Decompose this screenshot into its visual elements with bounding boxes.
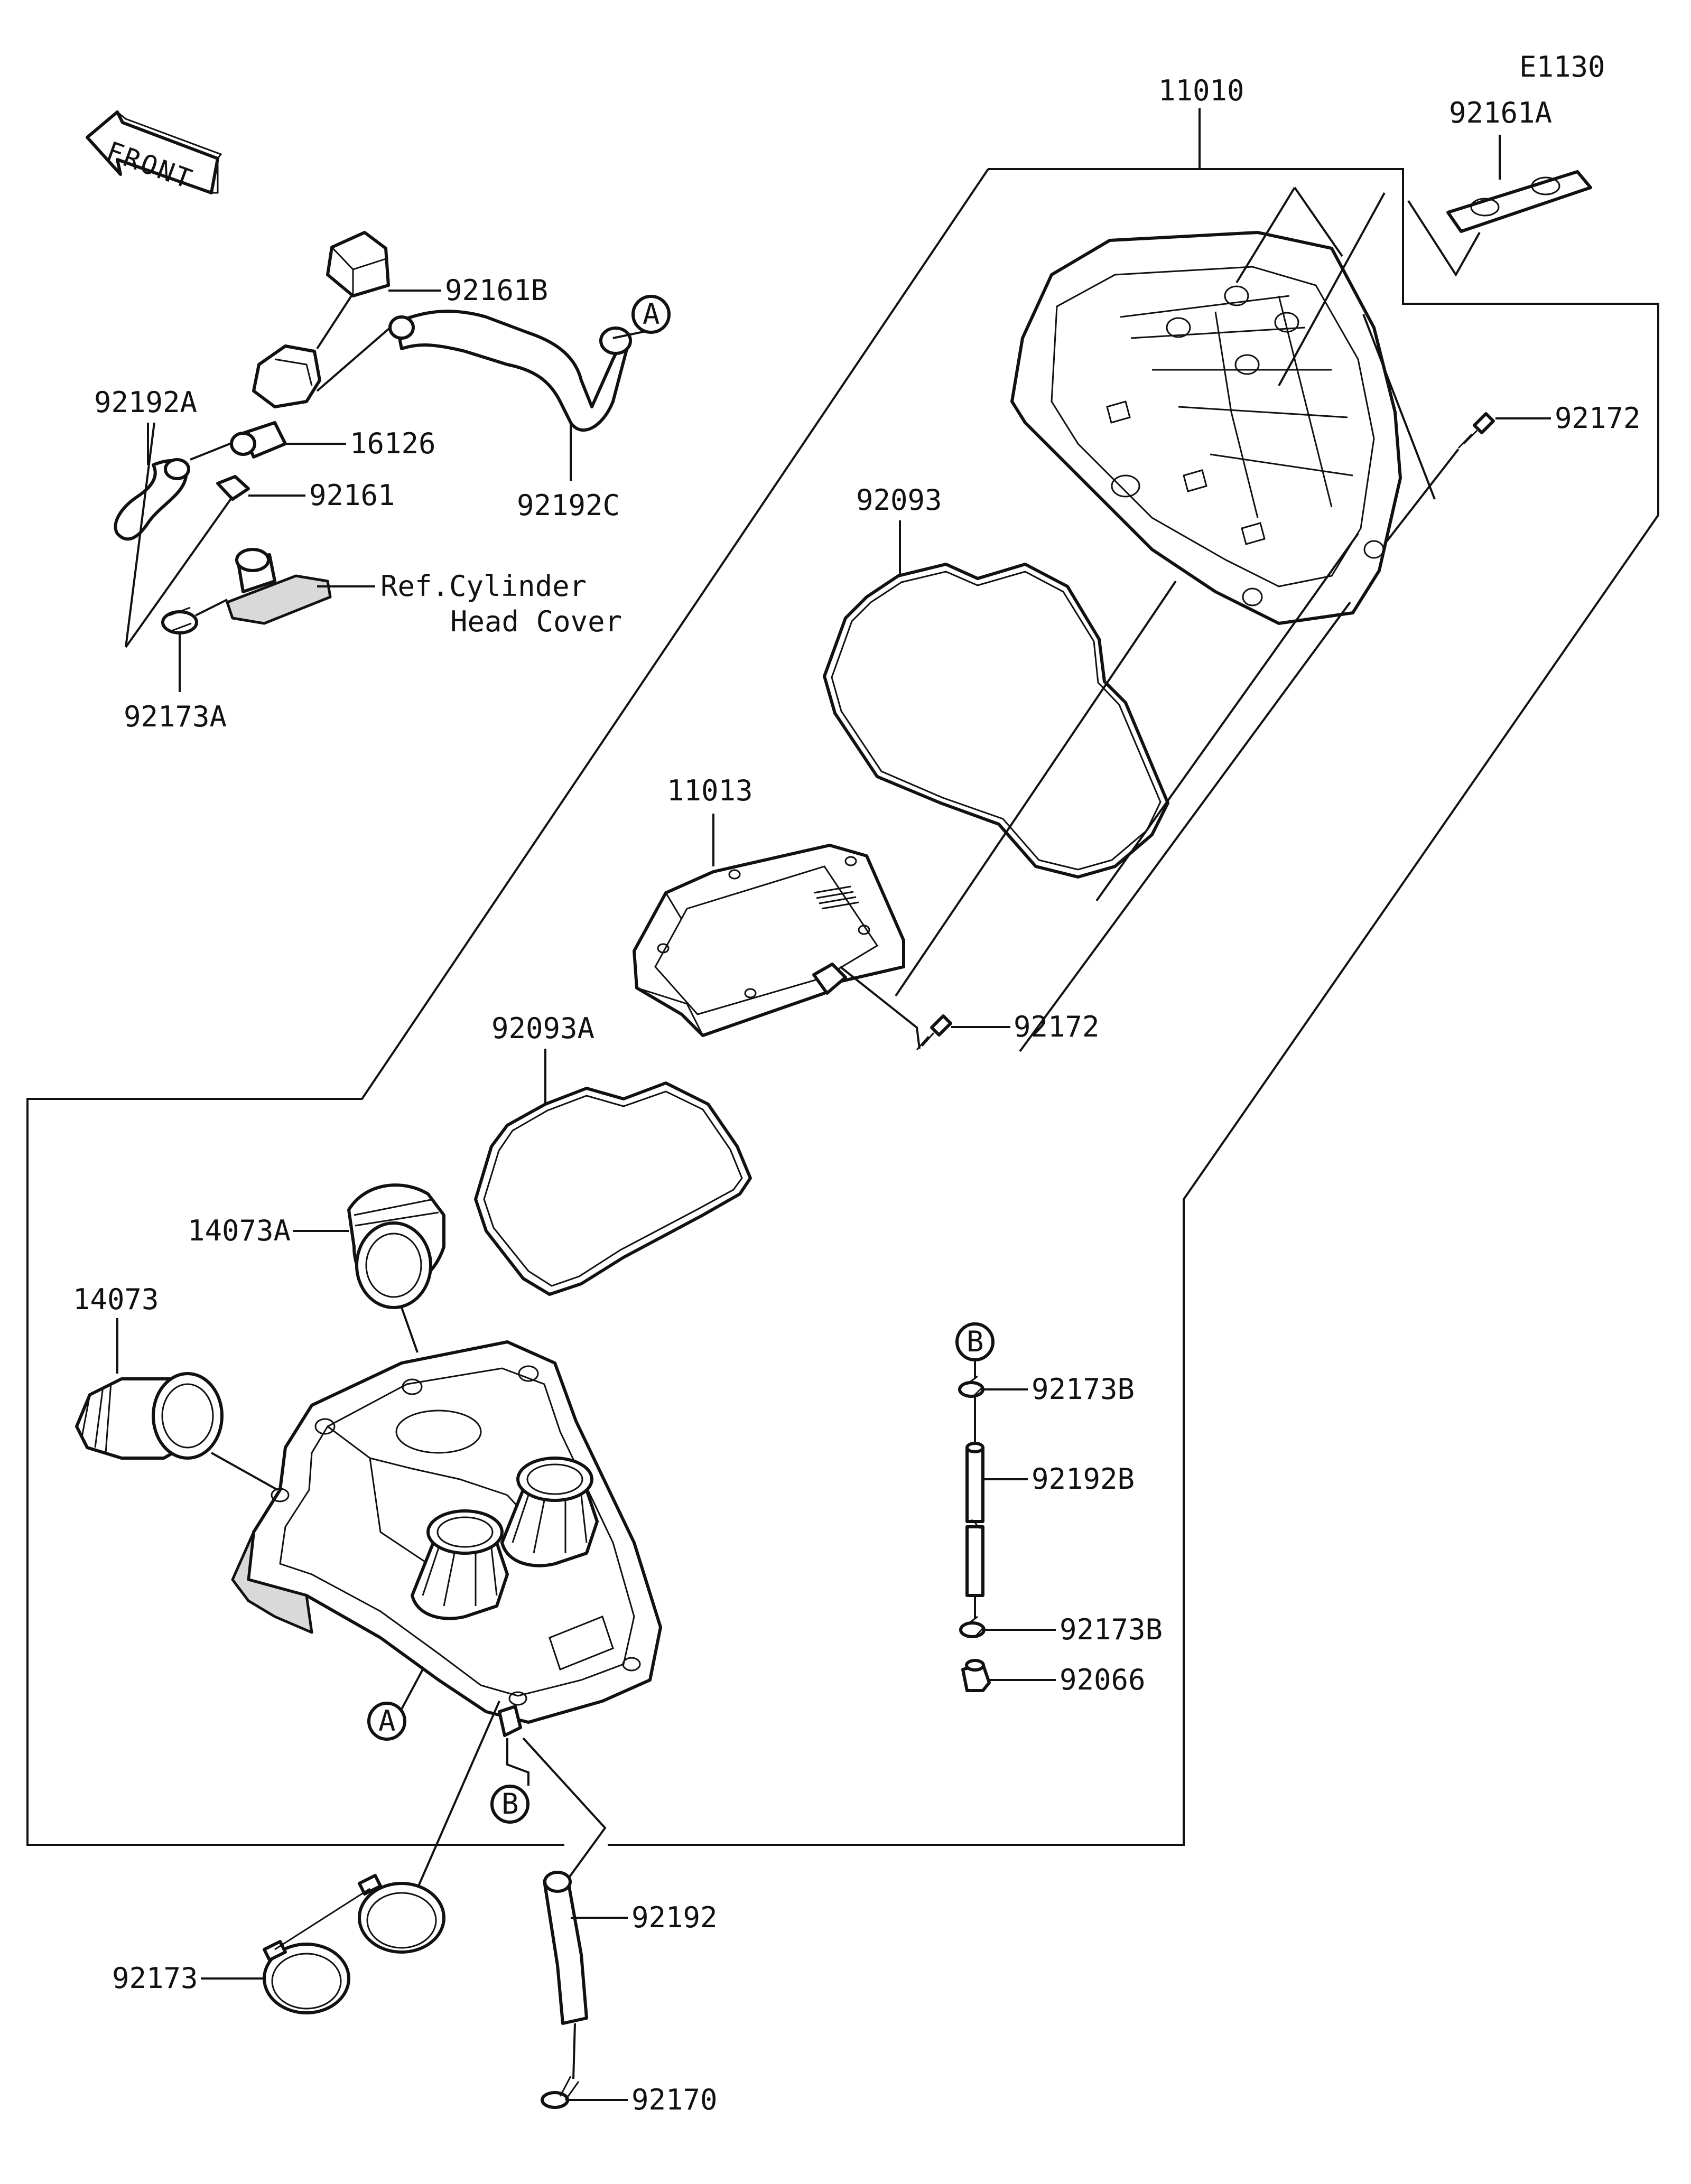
callout-A-lower — [367, 1702, 406, 1741]
leader-14073-to-box — [211, 1452, 278, 1491]
label-92066: 92066 — [1060, 1663, 1146, 1696]
hose-92192C-end — [388, 315, 415, 340]
leader-92161A-to-cover — [1407, 200, 1481, 277]
gasket-92093A — [474, 1081, 752, 1296]
label-11013: 11013 — [667, 774, 753, 807]
intake-duct-14073 — [75, 1372, 224, 1460]
label-92172-mid: 92172 — [1014, 1010, 1100, 1043]
gasket-92093 — [823, 563, 1169, 879]
breather-valve-16126 — [230, 344, 321, 459]
leader-cover-lines — [1235, 186, 1436, 500]
leader-case-to-hose — [522, 1737, 607, 1887]
clip-92170 — [541, 2076, 580, 2109]
label-92161: 92161 — [309, 479, 395, 512]
callout-B-right-label: B — [967, 1325, 984, 1358]
hose-92192A-end — [164, 458, 190, 480]
label-92173B-top: 92173B — [1032, 1373, 1135, 1406]
hose-92192C-end-2 — [599, 326, 632, 355]
hose-92192C — [395, 310, 629, 432]
label-92093A: 92093A — [491, 1012, 594, 1045]
intake-duct-14073A — [347, 1183, 445, 1309]
leader-B-lower — [506, 1738, 529, 1786]
callout-A-top-label: A — [643, 297, 660, 331]
label-14073A: 14073A — [188, 1214, 291, 1247]
leader-clamp-to-fitting — [195, 599, 228, 617]
label-92173: 92173 — [112, 1962, 198, 1995]
callout-B-lower-label: B — [501, 1787, 519, 1821]
leader-diagonal-2 — [1095, 533, 1359, 902]
label-11010: 11010 — [1158, 74, 1244, 107]
plug-92066 — [961, 1659, 991, 1692]
lower-case — [231, 1340, 662, 1724]
label-92093: 92093 — [856, 483, 942, 517]
leader-cap-to-valve — [316, 295, 352, 350]
label-92172-top: 92172 — [1555, 402, 1641, 435]
clamp-92173 — [263, 1874, 445, 2014]
callout-A-top — [631, 295, 671, 334]
label-92161B: 92161B — [445, 274, 548, 307]
label-92192B: 92192B — [1032, 1462, 1135, 1496]
hose-92192 — [543, 1871, 588, 2025]
clip-92161 — [216, 475, 250, 501]
pipe-92192B — [965, 1442, 984, 1597]
leader-hose-to-clip — [572, 2023, 576, 2079]
label-92173B-bottom: 92173B — [1060, 1613, 1163, 1646]
callout-B-lower — [490, 1785, 529, 1824]
front-arrow-icon: FRONT — [86, 110, 222, 195]
clip-92173B-bottom — [959, 1616, 986, 1638]
clip-92173B-top — [958, 1375, 984, 1398]
leader-A-lower — [401, 1669, 424, 1710]
leader-case-to-clamp — [406, 1701, 500, 1913]
leader-bracket-92173A — [125, 422, 234, 648]
clamp-92173A — [161, 606, 198, 634]
assembly-outline — [26, 168, 1659, 1846]
leader-hose-a-to-valve — [190, 442, 233, 461]
leader-diagonal-3 — [1019, 601, 1351, 1052]
plate-92161A — [1446, 170, 1592, 233]
leader-14073A-to-box — [401, 1307, 419, 1353]
ref-line-1: Ref.Cylinder — [380, 570, 587, 603]
label-16126: 16126 — [350, 427, 436, 460]
callout-A-lower-label: A — [378, 1704, 396, 1738]
leader-element-to-screw — [839, 966, 921, 1049]
label-92192C: 92192C — [517, 489, 620, 522]
label-92170: 92170 — [631, 2083, 718, 2116]
cylinder-head-cover-fitting — [226, 548, 332, 625]
upper-cover-11010 — [1010, 231, 1402, 625]
filter-element-11013 — [633, 844, 905, 1037]
diagram-code: E1130 — [1519, 50, 1605, 83]
label-92161A: 92161A — [1449, 96, 1552, 129]
label-92192A: 92192A — [94, 386, 197, 419]
ref-line-2: Head Cover — [450, 605, 622, 638]
leader-diagonal-1 — [895, 580, 1177, 997]
breather-cap-92161B — [326, 231, 390, 297]
leader-valve-to-hose-c — [316, 321, 397, 392]
leader-screw-top-to-cover — [1383, 448, 1460, 545]
label-14073: 14073 — [73, 1283, 159, 1316]
label-92192: 92192 — [631, 1901, 718, 1934]
drain-fitting — [498, 1705, 522, 1737]
label-92173A: 92173A — [124, 700, 227, 733]
screw-92172-mid — [916, 1014, 952, 1050]
screw-92172-top — [1457, 412, 1495, 449]
